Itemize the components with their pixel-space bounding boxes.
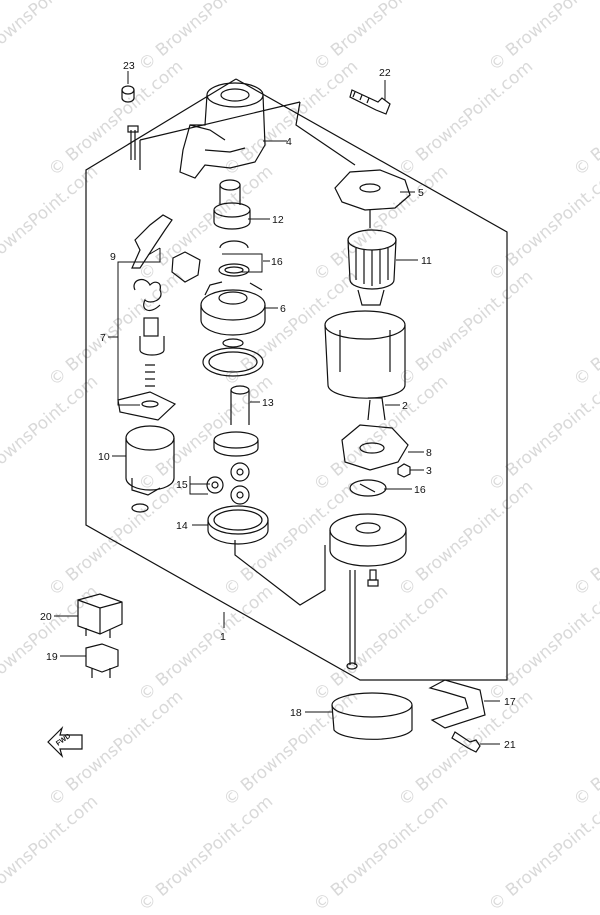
- part-12-pinion: [213, 179, 251, 230]
- part-plunger: [139, 317, 165, 387]
- part-17-strap: [428, 679, 486, 729]
- callout-23: 23: [123, 60, 135, 72]
- callout-16b: 16: [414, 484, 426, 496]
- part-22-bolt: [349, 89, 391, 115]
- part-4-drive-housing: [179, 82, 266, 179]
- callout-13: 13: [262, 397, 274, 409]
- callout-9: 9: [110, 251, 116, 263]
- callout-12: 12: [272, 214, 284, 226]
- part-screw-small: [127, 125, 139, 160]
- part-15-gears: [206, 462, 250, 505]
- part-9-lever: [131, 214, 173, 269]
- part-10-solenoid: [125, 425, 175, 513]
- callout-14: 14: [176, 520, 188, 532]
- callout-2: 2: [402, 400, 408, 412]
- part-8-brush-holder: [341, 397, 409, 471]
- part-21-bolt: [451, 731, 481, 753]
- callout-15: 15: [176, 479, 188, 491]
- part-20-relay: [77, 593, 123, 638]
- part-19-relay: [85, 643, 119, 678]
- callout-17: 17: [504, 696, 516, 708]
- callout-labels: 23 22 4 5 12 9 16 11 6 7 13 2 8 10 3 15 …: [40, 60, 516, 751]
- part-yoke: [324, 310, 406, 399]
- part-end-frame: [329, 513, 407, 567]
- callout-10: 10: [98, 451, 110, 463]
- part-14-ring-gear: [207, 505, 269, 545]
- part-plate: [117, 391, 177, 421]
- inner-bracket-lower: [234, 540, 326, 606]
- part-3-nut: [397, 463, 411, 478]
- callout-16a: 16: [271, 256, 283, 268]
- callout-8: 8: [426, 447, 432, 459]
- part-through-bolt: [346, 570, 358, 670]
- part-16-clip: [218, 240, 250, 277]
- part-7-spring: [133, 278, 162, 312]
- callout-11: 11: [421, 255, 432, 267]
- leader-lines: [54, 71, 500, 745]
- callout-7: 7: [100, 332, 106, 344]
- callout-22: 22: [379, 67, 391, 79]
- inner-bracket: [295, 101, 356, 166]
- callout-19: 19: [46, 651, 58, 663]
- part-18-band: [331, 692, 413, 740]
- part-11-armature: [347, 210, 397, 306]
- callout-18: 18: [290, 707, 302, 719]
- part-16-washer: [349, 479, 387, 497]
- callout-6: 6: [280, 303, 286, 315]
- part-block: [171, 251, 201, 283]
- part-small-bolt: [367, 569, 379, 587]
- parts-diagram: 23 22 4 5 12 9 16 11 6 7 13 2 8 10 3 15 …: [40, 60, 516, 759]
- callout-3: 3: [426, 465, 432, 477]
- part-6-bracket: [200, 281, 266, 336]
- callout-20: 20: [40, 611, 52, 623]
- fwd-arrow-icon: [47, 725, 83, 759]
- part-23-cap: [121, 85, 135, 103]
- part-13-shaft: [213, 385, 259, 457]
- callout-5: 5: [418, 187, 424, 199]
- outline-connector: [139, 101, 301, 141]
- part-5-plate: [334, 169, 411, 211]
- callout-1: 1: [220, 631, 226, 643]
- part-gasket: [202, 338, 264, 377]
- assembly-outline: [85, 78, 508, 681]
- callout-4: 4: [286, 136, 292, 148]
- callout-21: 21: [504, 739, 516, 751]
